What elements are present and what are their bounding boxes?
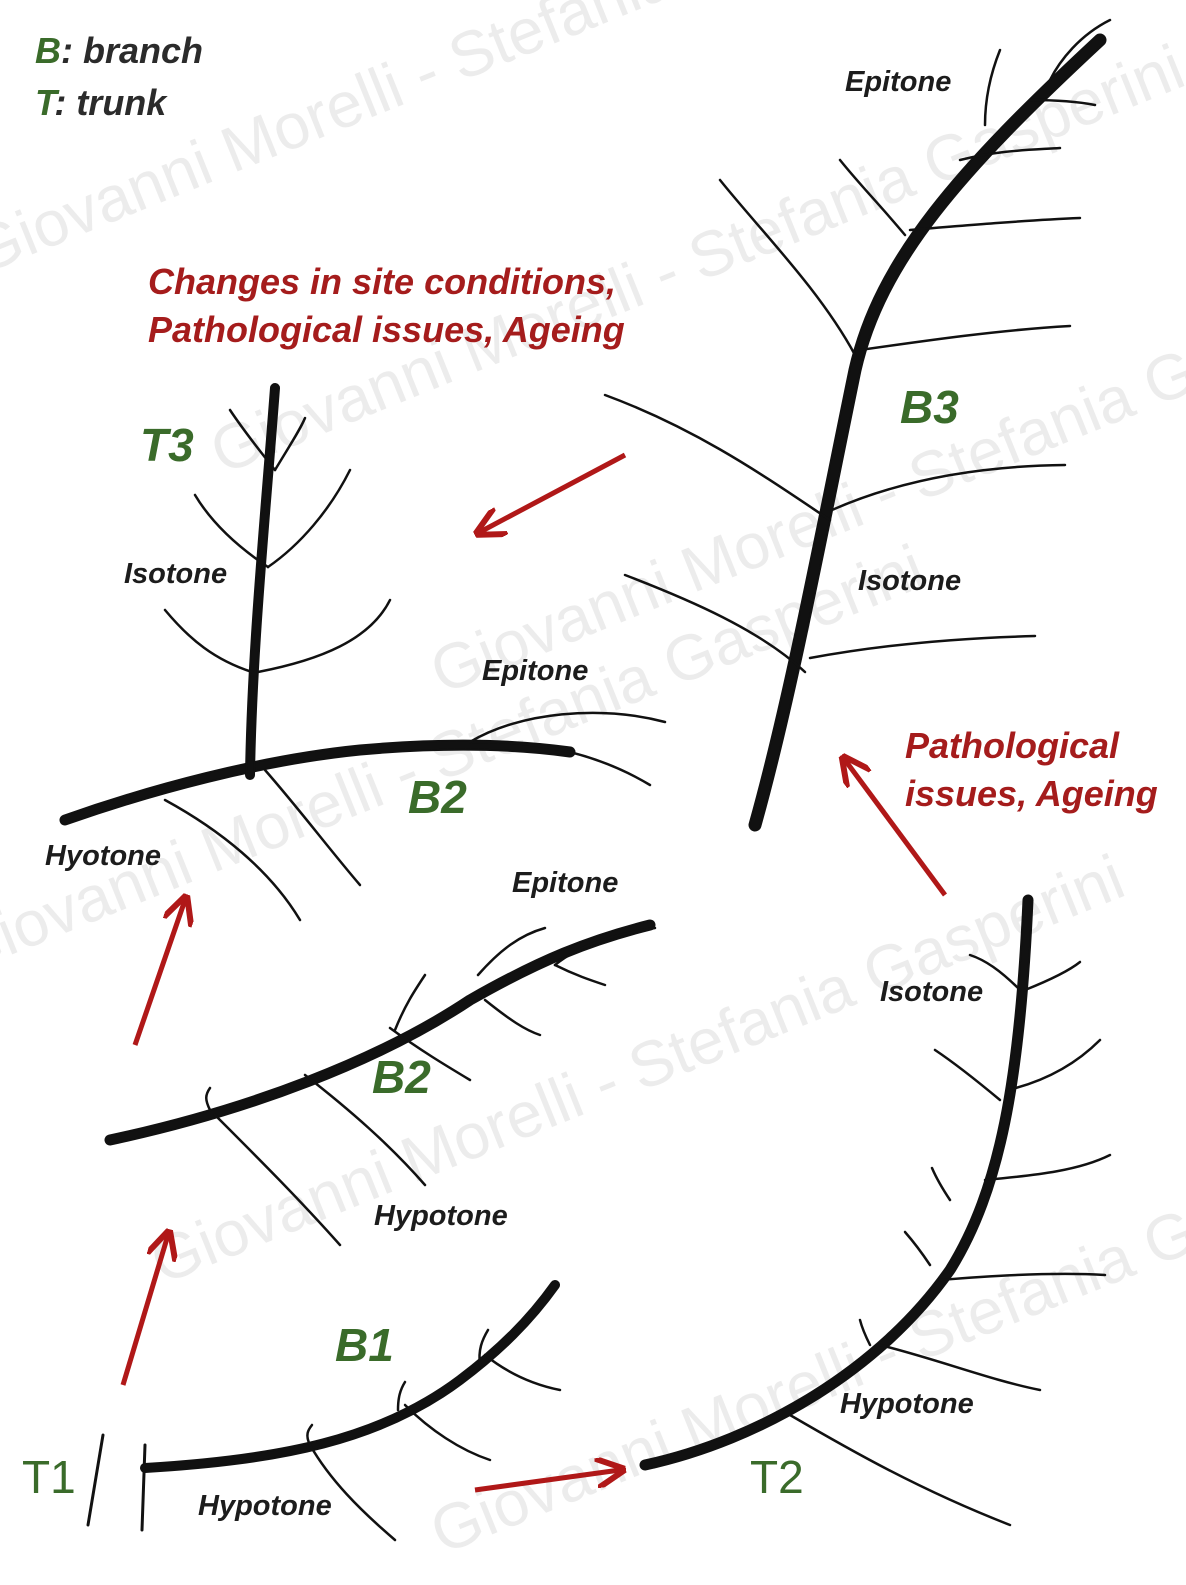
legend-branch: B: branch <box>35 25 203 77</box>
label-t2: T2 <box>750 1450 804 1504</box>
label-b2-lower: B2 <box>372 1050 431 1104</box>
legend: B: branch T: trunk <box>35 25 203 129</box>
legend-branch-text: : branch <box>61 30 203 71</box>
label-t1: T1 <box>22 1450 76 1504</box>
caption-top: Changes in site conditions, Pathological… <box>148 258 625 354</box>
legend-branch-key: B <box>35 30 61 71</box>
label-epitone-b2-upper: Epitone <box>482 655 588 688</box>
label-b2-upper: B2 <box>408 770 467 824</box>
growth-arrows <box>123 455 945 1490</box>
label-t3: T3 <box>140 418 194 472</box>
caption-right: Pathological issues, Ageing <box>905 722 1158 818</box>
trunk-t2 <box>645 900 1110 1525</box>
label-b1: B1 <box>335 1318 394 1372</box>
label-hypotone-t2: Hypotone <box>840 1388 974 1421</box>
legend-trunk: T: trunk <box>35 77 203 129</box>
label-epitone-b3: Epitone <box>845 66 951 99</box>
legend-trunk-text: : trunk <box>54 82 166 123</box>
label-epitone-b2-lower: Epitone <box>512 867 618 900</box>
label-b3: B3 <box>900 380 959 434</box>
label-hypotone-b2-lower: Hypotone <box>374 1200 508 1233</box>
label-hyotone-b2-upper: Hyotone <box>45 840 161 873</box>
label-isotone-t2: Isotone <box>880 976 983 1009</box>
branch-b3 <box>605 20 1110 825</box>
label-hypotone-b1: Hypotone <box>198 1490 332 1523</box>
legend-trunk-key: T <box>35 82 54 123</box>
label-isotone-t3: Isotone <box>124 558 227 591</box>
label-isotone-b3: Isotone <box>858 565 961 598</box>
